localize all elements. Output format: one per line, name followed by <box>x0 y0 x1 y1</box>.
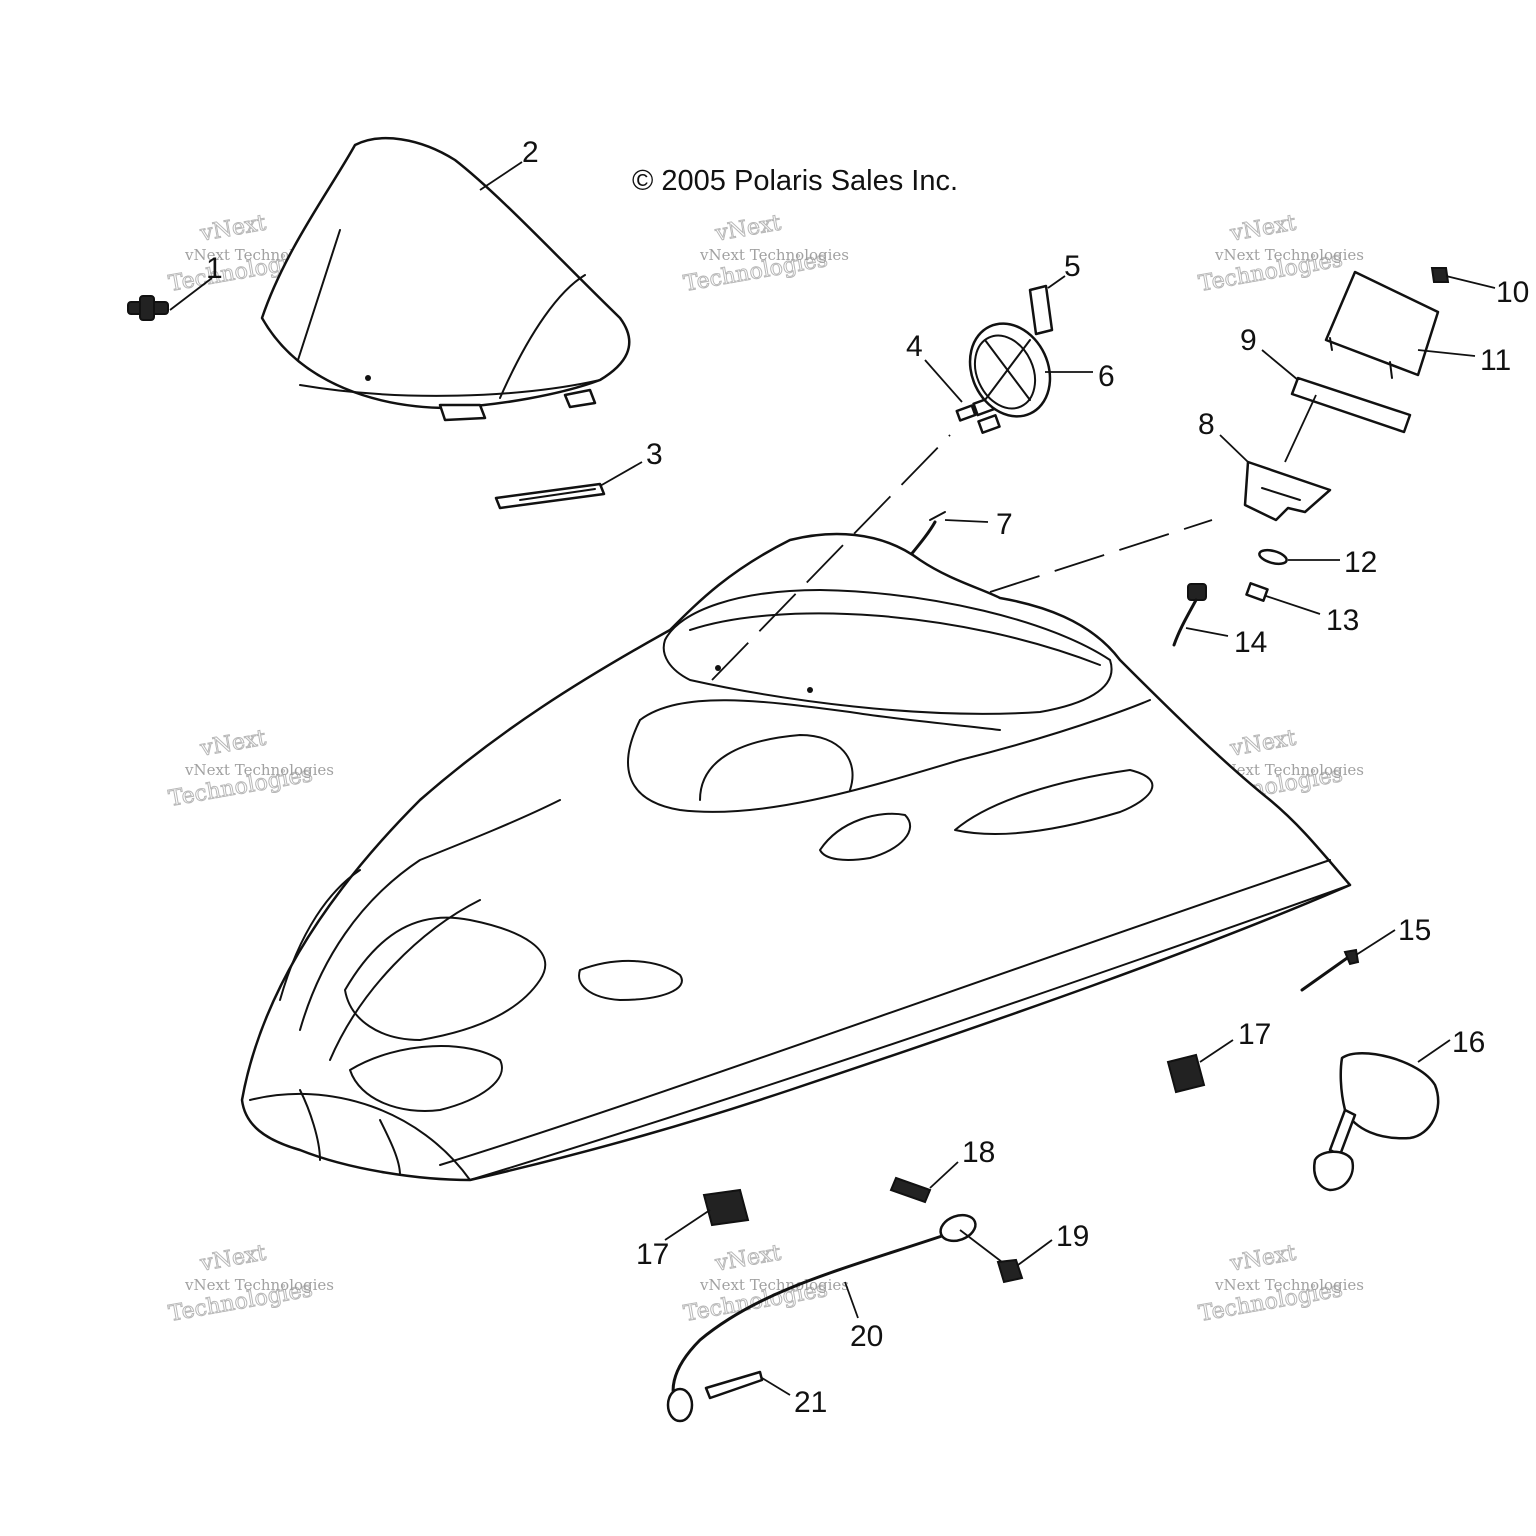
watermark-company: vNext Technologies <box>184 761 334 779</box>
watermark-company: vNext Technologies <box>184 1276 334 1294</box>
callout-19: 19 <box>1056 1220 1089 1253</box>
rivet-21-part <box>704 1370 764 1400</box>
callout-7: 7 <box>996 508 1013 541</box>
callout-11: 11 <box>1480 344 1511 377</box>
nut-19-part <box>996 1258 1024 1284</box>
watermark-top-right: vNext vNext Technologies Technologies <box>1196 210 1364 297</box>
callout-17-lower: 17 <box>636 1238 669 1271</box>
watermark-bottom-left: vNext vNext Technologies Technologies <box>166 1240 334 1327</box>
bezel-bar-part <box>1290 376 1412 434</box>
callout-8: 8 <box>1198 408 1215 441</box>
callout-20: 20 <box>850 1320 883 1353</box>
callout-18: 18 <box>962 1136 995 1169</box>
socket-part <box>1172 583 1207 647</box>
o-ring-part <box>1258 548 1288 566</box>
callout-17-upper: 17 <box>1238 1018 1271 1051</box>
rivet-1-part <box>127 295 169 321</box>
watermark-brand: vNext <box>198 726 268 762</box>
watermark-company: vNext Technologies <box>699 246 849 264</box>
callout-1: 1 <box>206 252 223 285</box>
callout-14: 14 <box>1234 626 1267 659</box>
bracket-part <box>1243 460 1332 522</box>
mirror-part <box>1313 1051 1440 1192</box>
callouts: 1 2 3 4 5 6 7 8 9 10 11 12 13 14 15 16 1… <box>206 136 1529 1419</box>
gauge-housing-part <box>968 322 1052 418</box>
callout-10: 10 <box>1496 276 1529 309</box>
watermark-brand: vNext <box>1228 726 1298 762</box>
watermark-brand: vNext <box>1228 211 1298 247</box>
bulb-part <box>1028 284 1054 336</box>
watermark-brand: vNext <box>713 211 783 247</box>
callout-9: 9 <box>1240 324 1257 357</box>
watermark-brand: vNext <box>198 1241 268 1277</box>
callout-3: 3 <box>646 438 663 471</box>
callout-4: 4 <box>906 330 923 363</box>
callout-15: 15 <box>1398 914 1431 947</box>
nut-13-part <box>1245 582 1269 602</box>
callout-12: 12 <box>1344 546 1377 579</box>
callout-21: 21 <box>794 1386 827 1419</box>
windshield-part <box>260 136 631 422</box>
watermark-bottom-right: vNext vNext Technologies Technologies <box>1196 1240 1364 1327</box>
watermark-brand: vNext <box>198 211 268 247</box>
copyright-text: © 2005 Polaris Sales Inc. <box>632 165 958 197</box>
hood-body-part <box>240 532 1352 1182</box>
watermark-company: vNext Technologies <box>1214 761 1364 779</box>
callout-16: 16 <box>1452 1026 1485 1059</box>
watermark-brand: vNext <box>1228 1241 1298 1277</box>
callout-2: 2 <box>522 136 539 169</box>
tether-cable-part <box>666 1213 977 1423</box>
callout-5: 5 <box>1064 250 1081 283</box>
bolt-18-part <box>889 1176 932 1204</box>
fastener-17-upper-part <box>1166 1053 1206 1094</box>
leader-lines <box>169 161 1496 1396</box>
screw-10-part <box>1430 267 1450 283</box>
display-part <box>1324 270 1440 379</box>
watermark-mid-left: vNext vNext Technologies Technologies <box>166 725 334 812</box>
watermark-company: vNext Technologies <box>1214 1276 1364 1294</box>
callout-6: 6 <box>1098 360 1115 393</box>
fastener-17-lower-part <box>702 1188 750 1227</box>
trim-strip-part <box>494 482 606 510</box>
pin-part <box>1300 948 1360 992</box>
watermark-brand: vNext <box>713 1241 783 1277</box>
watermark-bottom-center: vNext vNext Technologies Technologies <box>681 1240 849 1327</box>
watermark-top-center: vNext vNext Technologies Technologies <box>681 210 849 297</box>
watermark-company: vNext Technologies <box>1214 246 1364 264</box>
callout-13: 13 <box>1326 604 1359 637</box>
